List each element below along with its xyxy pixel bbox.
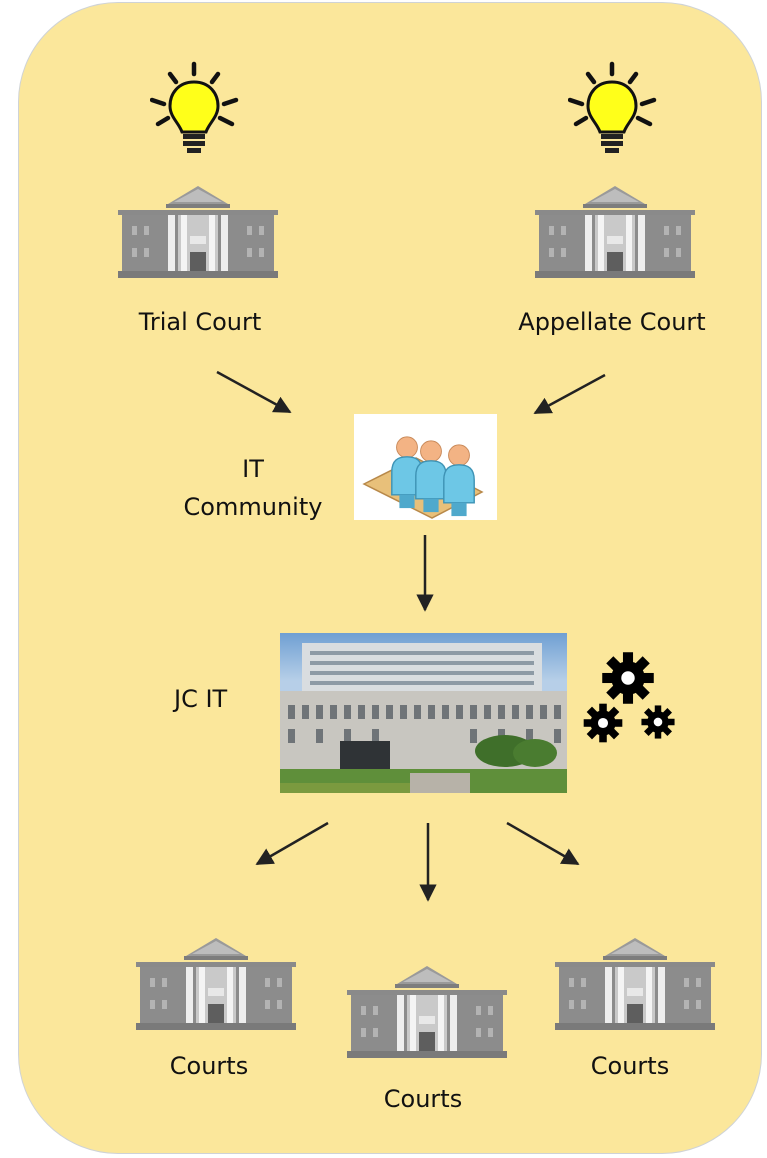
courthouse-icon: [347, 958, 507, 1058]
it-community-line2: Community: [183, 493, 323, 521]
arrow-jc-to-courts-right: [506, 821, 580, 866]
courts-center-label: Courts: [383, 1085, 463, 1113]
trial-court-label: Trial Court: [138, 308, 262, 336]
courts-left-label: Courts: [169, 1052, 249, 1080]
jc-it-label: JC IT: [174, 685, 228, 713]
lightbulb-icon: [568, 60, 664, 156]
it-community-line1: IT: [242, 455, 264, 483]
it-community-label: IT Community: [184, 450, 323, 526]
courthouse-icon: [136, 930, 296, 1030]
courts-right-label: Courts: [590, 1052, 670, 1080]
arrow-trial-to-it: [216, 370, 292, 414]
gears-icon: [582, 650, 682, 750]
courthouse-icon: [555, 930, 715, 1030]
arrow-jc-to-courts-left: [255, 821, 329, 866]
courthouse-icon: [118, 178, 278, 278]
lightbulb-icon: [150, 60, 246, 156]
meeting-group-icon: [354, 414, 497, 520]
jc-building-photo: [280, 633, 567, 793]
courthouse-icon: [535, 178, 695, 278]
arrow-appellate-to-it: [533, 373, 606, 415]
appellate-court-label: Appellate Court: [518, 308, 706, 336]
